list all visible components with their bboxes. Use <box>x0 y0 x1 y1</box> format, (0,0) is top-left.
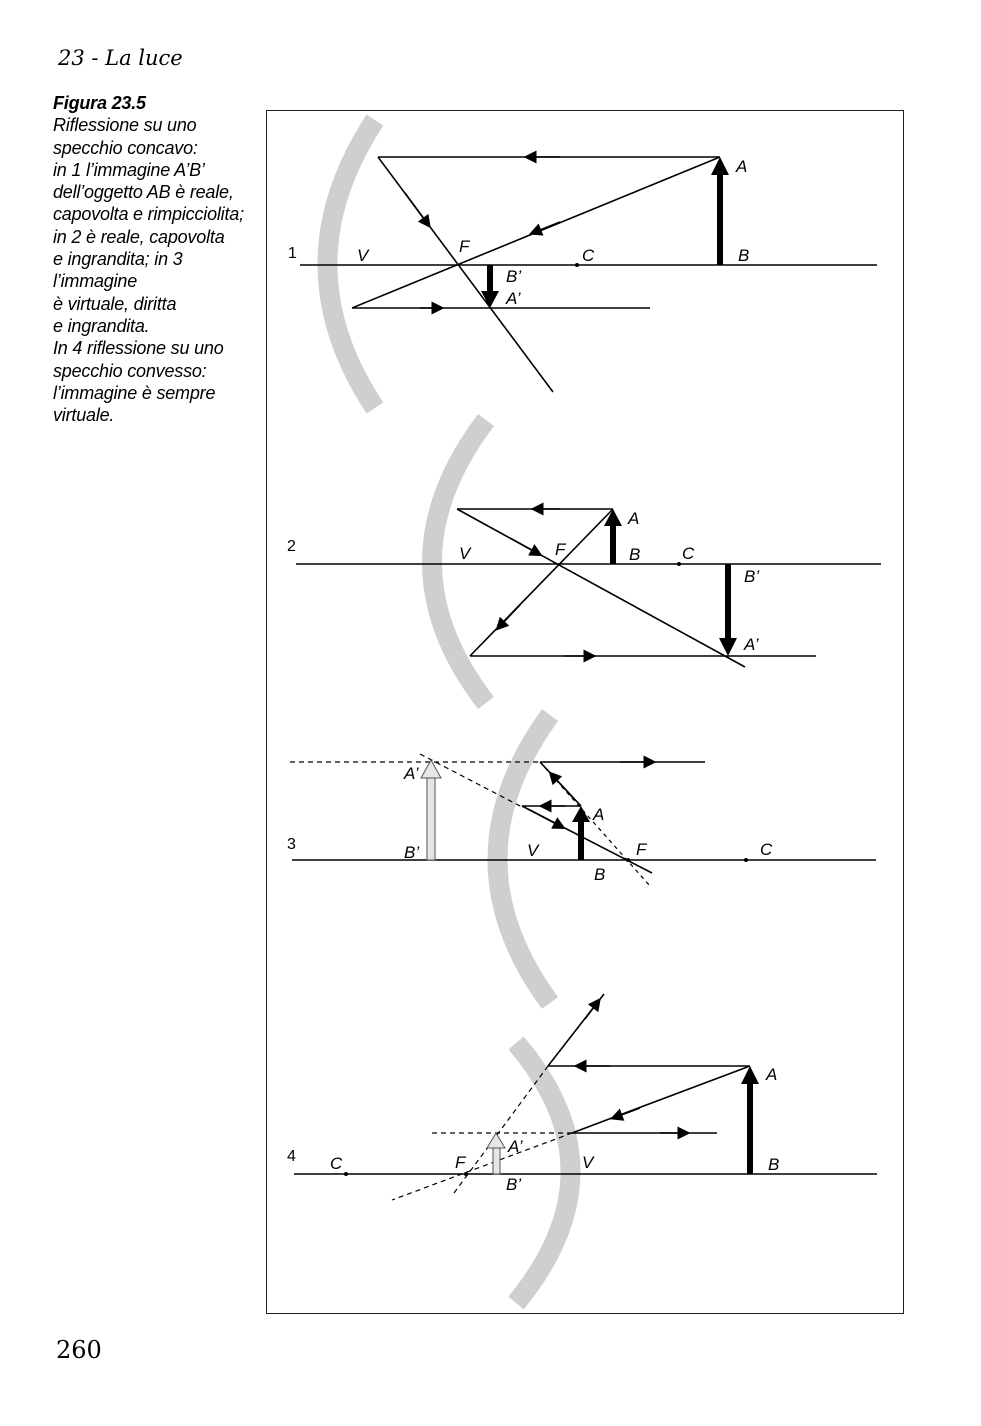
panel-number-3: 3 <box>287 836 296 853</box>
panel-number-2: 2 <box>287 538 296 555</box>
page-number: 260 <box>56 1336 102 1364</box>
object-4-head <box>741 1066 759 1084</box>
running-head: 23 - La luce <box>58 46 183 70</box>
label-a-img-3: A’ <box>403 764 419 783</box>
label-c-3: C <box>760 840 773 859</box>
caption-title: Figura 23.5 <box>53 93 146 113</box>
label-v-3: V <box>527 841 540 860</box>
ray-4c <box>571 1065 751 1134</box>
dashed-ext-4b <box>391 1132 573 1201</box>
label-c-2: C <box>682 544 695 563</box>
label-c-1: C <box>582 246 595 265</box>
ray-1c-arrow <box>528 221 561 236</box>
virtual-image-4-head <box>486 1132 506 1149</box>
label-f-1: F <box>459 237 471 256</box>
panel-2: 2 V F C A B B’ A’ <box>287 413 881 710</box>
label-b-img-1: B’ <box>506 267 521 286</box>
panel-number-4: 4 <box>287 1148 296 1165</box>
convex-mirror-4 <box>508 1036 581 1310</box>
caption-body: Riflessione su uno specchio concavo: in … <box>53 115 244 426</box>
label-v-1: V <box>357 246 370 265</box>
label-a-3: A <box>592 805 604 824</box>
virtual-image-4 <box>492 1146 501 1175</box>
ray-4b-arrow <box>584 997 601 1020</box>
panel-1: 1 V F C A B B’ A’ <box>288 114 877 414</box>
ray-3b-arrow <box>529 809 566 830</box>
ray-2c <box>469 508 614 657</box>
label-c-4: C <box>330 1154 343 1173</box>
label-f-2: F <box>555 540 567 559</box>
label-v-4: V <box>582 1153 595 1172</box>
virtual-image-3 <box>426 776 436 861</box>
center-point-3 <box>744 858 748 862</box>
ray-1b-arrow <box>404 192 431 229</box>
label-a-2: A <box>627 509 639 528</box>
ray-1c <box>351 156 721 309</box>
label-f-4: F <box>455 1153 467 1172</box>
image-1-head <box>481 291 499 308</box>
figure-caption: Figura 23.5 Riflessione su uno specchio … <box>53 92 258 426</box>
ray-2b-arrow <box>509 537 543 557</box>
panel-number-1: 1 <box>288 245 297 262</box>
label-a-img-1: A’ <box>505 289 521 308</box>
concave-mirror-2 <box>422 413 494 710</box>
ray-2c-arrow <box>495 604 521 631</box>
label-a-4: A <box>765 1065 777 1084</box>
object-2-head <box>604 509 622 526</box>
label-b-3: B <box>594 865 605 884</box>
label-b-1: B <box>738 246 749 265</box>
label-b-2: B <box>629 545 640 564</box>
label-b-img-3: B’ <box>404 843 419 862</box>
label-a-img-4: A’ <box>507 1137 523 1156</box>
image-2-head <box>719 638 737 656</box>
label-b-4: B <box>768 1155 779 1174</box>
ray-4c-arrow <box>609 1107 641 1121</box>
concave-mirror-3 <box>487 709 559 1009</box>
center-point-2 <box>677 562 681 566</box>
ray-3c-arrow <box>548 771 576 801</box>
label-a-img-2: A’ <box>743 635 759 654</box>
dashed-ext-3b <box>419 753 523 808</box>
label-b-img-4: B’ <box>506 1175 521 1194</box>
center-point-1 <box>575 263 579 267</box>
label-f-3: F <box>636 840 648 859</box>
virtual-image-3-head <box>420 758 442 779</box>
label-a-1: A <box>735 157 747 176</box>
focus-point-3 <box>626 858 630 862</box>
center-point-4 <box>344 1172 348 1176</box>
panel-4: 4 C F V A B A’ B’ <box>287 993 877 1310</box>
ray-2b <box>456 508 746 668</box>
object-1-head <box>711 157 729 175</box>
object-3-head <box>572 806 590 822</box>
ray-1b <box>377 156 554 393</box>
figure-frame <box>266 110 904 1314</box>
focus-point-4 <box>464 1172 468 1176</box>
label-b-img-2: B’ <box>744 567 759 586</box>
panel-3: 3 V F C A B A’ B’ <box>287 709 876 1009</box>
label-v-2: V <box>459 544 472 563</box>
